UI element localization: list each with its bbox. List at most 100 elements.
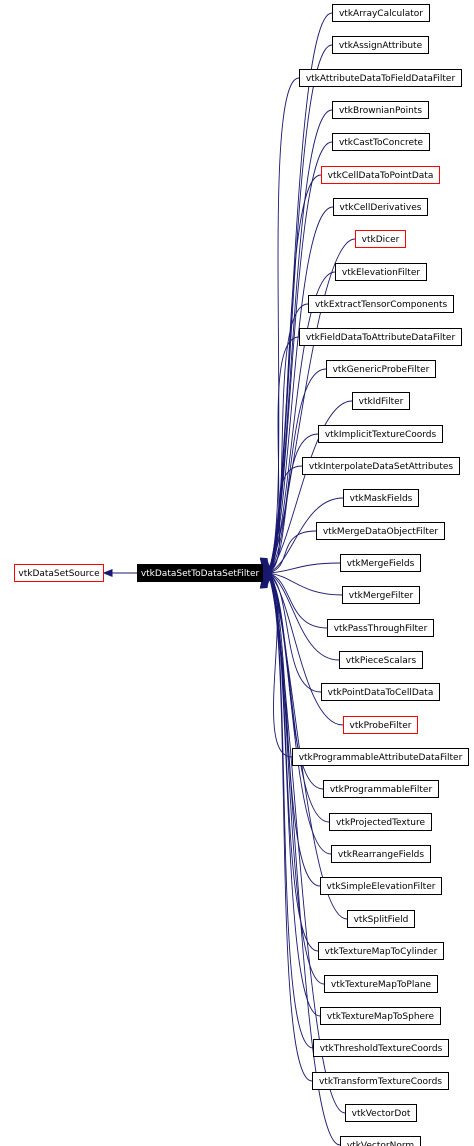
subclass-node[interactable]: vtkAttributeDataToFieldDataFilter — [299, 69, 462, 87]
subclass-node-label: vtkMergeFilter — [349, 591, 414, 601]
subclass-node[interactable]: vtkDicer — [355, 230, 406, 248]
subclass-node[interactable]: vtkProbeFilter — [343, 716, 418, 734]
subclass-node-box — [332, 101, 429, 119]
subclass-node[interactable]: vtkFieldDataToAttributeDataFilter — [299, 328, 462, 346]
subclass-node-box — [321, 683, 440, 701]
graph-edges — [102, 12, 356, 1146]
edge-subclass — [269, 573, 328, 629]
subclass-node-box — [313, 1039, 449, 1057]
subclass-node-label: vtkVectorDot — [352, 1109, 411, 1119]
subclass-node-box — [326, 360, 436, 378]
base-class-node-box — [14, 564, 104, 582]
subclass-node[interactable]: vtkThresholdTextureCoords — [313, 1039, 449, 1057]
subclass-node[interactable]: vtkMergeFilter — [342, 586, 420, 604]
subclass-node[interactable]: vtkExtractTensorComponents — [308, 295, 454, 313]
subclass-node-box — [342, 586, 420, 604]
edge-subclass — [269, 576, 332, 855]
subclass-node-label: vtkMaskFields — [350, 494, 413, 504]
edge-subclass — [269, 336, 300, 571]
subclass-node-label: vtkCellDataToPointData — [328, 171, 434, 181]
subclass-node[interactable]: vtkElevationFilter — [335, 263, 427, 281]
subclass-node-label: vtkTextureMapToPlane — [331, 980, 432, 990]
edge-subclass — [269, 497, 344, 573]
subclass-node[interactable]: vtkMergeDataObjectFilter — [316, 522, 445, 540]
subclass-node-label: vtkImplicitTextureCoords — [325, 430, 437, 440]
edge-subclass — [269, 572, 343, 596]
subclass-node-label: vtkTransformTextureCoords — [319, 1077, 442, 1087]
subclass-node-box — [308, 295, 454, 313]
graph-nodes: vtkArrayCalculator vtkAssignAttribute vtkA… — [14, 4, 469, 1146]
subclass-node-label: vtkPointDataToCellData — [328, 688, 434, 698]
subclass-node[interactable]: vtkMaskFields — [343, 489, 419, 507]
focus-class-node[interactable]: vtkDataSetToDataSetFilter — [137, 564, 263, 582]
subclass-node[interactable]: vtkPassThroughFilter — [327, 619, 434, 637]
subclass-node-box — [321, 166, 440, 184]
edge-subclass — [269, 174, 322, 569]
edge-subclass — [269, 530, 317, 573]
arrowhead-subclass — [259, 578, 268, 589]
subclass-node-label: vtkProgrammableAttributeDataFilter — [299, 753, 463, 763]
subclass-node[interactable]: vtkPieceScalars — [339, 651, 423, 669]
edge-subclass — [269, 12, 333, 567]
subclass-node-box — [299, 328, 462, 346]
subclass-node[interactable]: vtkAssignAttribute — [332, 36, 429, 54]
subclass-node-label: vtkSplitField — [354, 915, 409, 925]
subclass-node-box — [299, 69, 462, 87]
subclass-node[interactable]: vtkVectorDot — [345, 1104, 417, 1122]
subclass-node[interactable]: vtkIdFilter — [352, 392, 410, 410]
subclass-node-label: vtkSimpleElevationFilter — [327, 882, 436, 892]
subclass-node[interactable]: vtkProgrammableAttributeDataFilter — [292, 748, 469, 766]
subclass-node[interactable]: vtkPointDataToCellData — [321, 683, 440, 701]
subclass-node-box — [320, 1007, 441, 1025]
subclass-node[interactable]: vtkCellDataToPointData — [321, 166, 440, 184]
subclass-node[interactable]: vtkBrownianPoints — [332, 101, 429, 119]
subclass-node-box — [332, 133, 430, 151]
subclass-node[interactable]: vtkGenericProbeFilter — [326, 360, 436, 378]
subclass-node[interactable]: vtkProjectedTexture — [329, 813, 432, 831]
subclass-node[interactable]: vtkCastToConcrete — [332, 133, 430, 151]
subclass-node-box — [345, 1104, 417, 1122]
subclass-node-box — [331, 845, 431, 863]
subclass-node[interactable]: vtkInterpolateDataSetAttributes — [302, 457, 460, 475]
edge-subclass — [269, 579, 341, 1146]
subclass-node-label: vtkMergeFields — [347, 559, 415, 569]
subclass-node-box — [340, 1136, 421, 1146]
subclass-node[interactable]: vtkArrayCalculator — [332, 4, 430, 22]
subclass-node-box — [355, 230, 406, 248]
subclass-node[interactable]: vtkTextureMapToSphere — [320, 1007, 441, 1025]
subclass-node-label: vtkCastToConcrete — [339, 138, 424, 148]
subclass-node[interactable]: vtkSplitField — [347, 910, 415, 928]
subclass-node-box — [343, 489, 419, 507]
edge-subclass — [269, 77, 300, 568]
base-class-node[interactable]: vtkDataSetSource — [14, 564, 104, 582]
subclass-node[interactable]: vtkSimpleElevationFilter — [320, 877, 442, 895]
subclass-node-label: vtkPieceScalars — [346, 656, 417, 666]
edge-subclass — [269, 574, 344, 726]
subclass-node[interactable]: vtkCellDerivatives — [333, 198, 428, 216]
subclass-node-label: vtkThresholdTextureCoords — [320, 1044, 443, 1054]
subclass-node-box — [292, 748, 469, 766]
subclass-node-box — [327, 619, 434, 637]
subclass-node-label: vtkCellDerivatives — [340, 203, 422, 213]
base-class-node-label: vtkDataSetSource — [18, 569, 100, 579]
edge-subclass — [269, 433, 319, 572]
subclass-node-label: vtkIdFilter — [359, 397, 404, 407]
subclass-node[interactable]: vtkImplicitTextureCoords — [318, 425, 443, 443]
subclass-node[interactable]: vtkProgrammableFilter — [323, 780, 439, 798]
subclass-node-label: vtkArrayCalculator — [339, 9, 423, 19]
subclass-node[interactable]: vtkTextureMapToCylinder — [318, 942, 444, 960]
subclass-node[interactable]: vtkRearrangeFields — [331, 845, 431, 863]
arrowhead-base — [102, 569, 113, 577]
subclass-node-box — [352, 392, 410, 410]
subclass-node-box — [332, 4, 430, 22]
focus-class-node-label: vtkDataSetToDataSetFilter — [141, 569, 260, 579]
subclass-node[interactable]: vtkTextureMapToPlane — [324, 975, 438, 993]
subclass-node[interactable]: vtkTransformTextureCoords — [312, 1072, 449, 1090]
subclass-node[interactable]: vtkVectorNorm — [340, 1136, 421, 1146]
edge-subclass — [269, 576, 348, 920]
subclass-node-box — [316, 522, 445, 540]
subclass-node-box — [318, 942, 444, 960]
subclass-node[interactable]: vtkMergeFields — [340, 554, 421, 572]
subclass-node-box — [347, 910, 415, 928]
